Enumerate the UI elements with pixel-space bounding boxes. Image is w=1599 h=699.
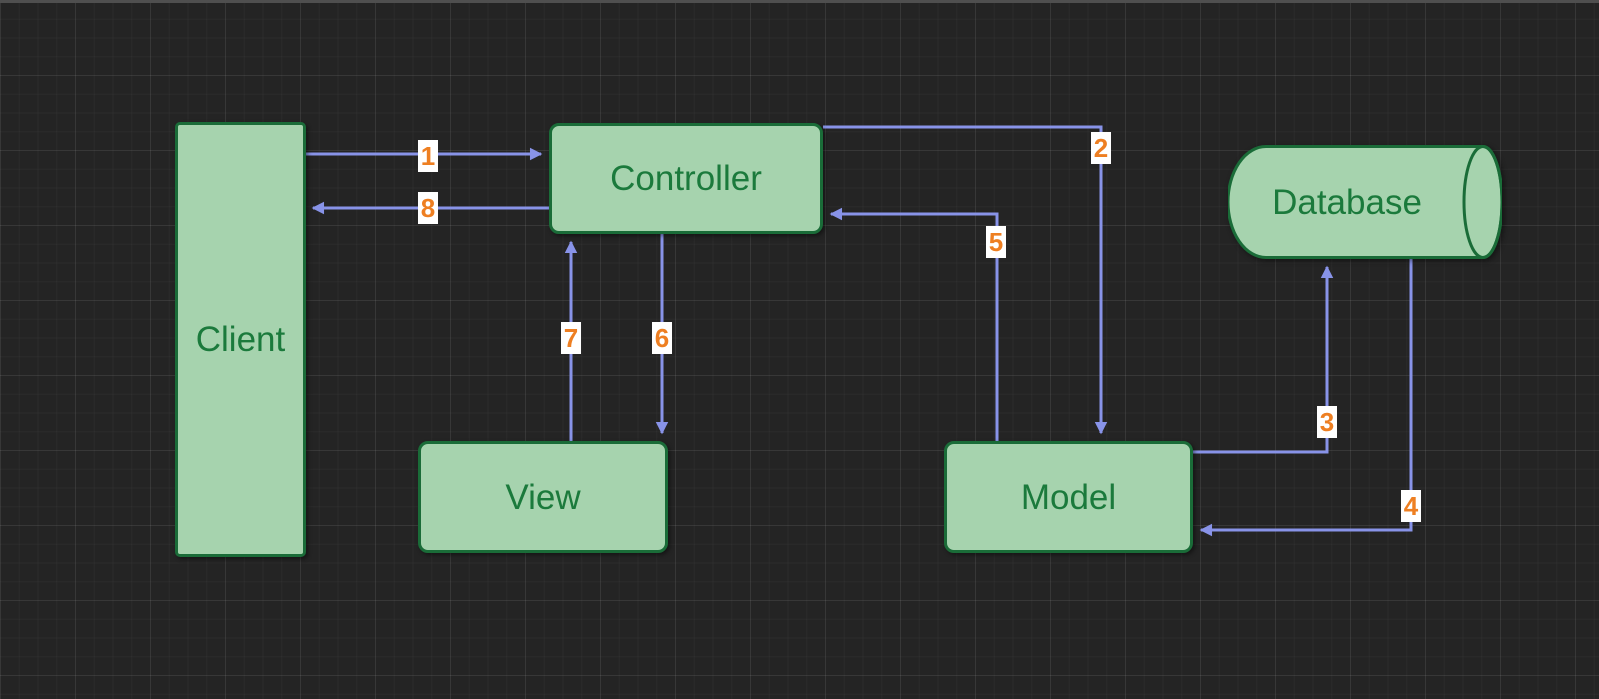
node-client[interactable]: Client xyxy=(175,122,306,557)
edge-label-1[interactable]: 1 xyxy=(418,140,438,172)
edge-label-2[interactable]: 2 xyxy=(1091,132,1111,164)
edge-label-3[interactable]: 3 xyxy=(1317,406,1337,438)
node-controller[interactable]: Controller xyxy=(549,123,823,234)
edge-label-7[interactable]: 7 xyxy=(561,322,581,354)
node-client-label: Client xyxy=(195,320,286,359)
edge-3-model-to-database[interactable] xyxy=(1193,265,1334,454)
node-view[interactable]: View xyxy=(418,441,668,553)
edge-label-4[interactable]: 4 xyxy=(1401,490,1421,522)
window-top-border xyxy=(0,0,1599,3)
edge-4-database-to-model[interactable] xyxy=(1199,259,1413,537)
edge-label-5[interactable]: 5 xyxy=(986,226,1006,258)
node-controller-label: Controller xyxy=(610,159,762,198)
node-model[interactable]: Model xyxy=(944,441,1193,553)
node-database[interactable]: Database xyxy=(1226,145,1504,259)
node-view-label: View xyxy=(505,477,581,517)
node-model-label: Model xyxy=(1020,477,1117,517)
node-database-label: Database xyxy=(1272,182,1422,222)
edge-label-6[interactable]: 6 xyxy=(652,322,672,354)
edge-label-8[interactable]: 8 xyxy=(418,192,438,224)
edge-5-model-to-controller[interactable] xyxy=(829,207,999,441)
edge-2-controller-to-model[interactable] xyxy=(823,125,1108,435)
